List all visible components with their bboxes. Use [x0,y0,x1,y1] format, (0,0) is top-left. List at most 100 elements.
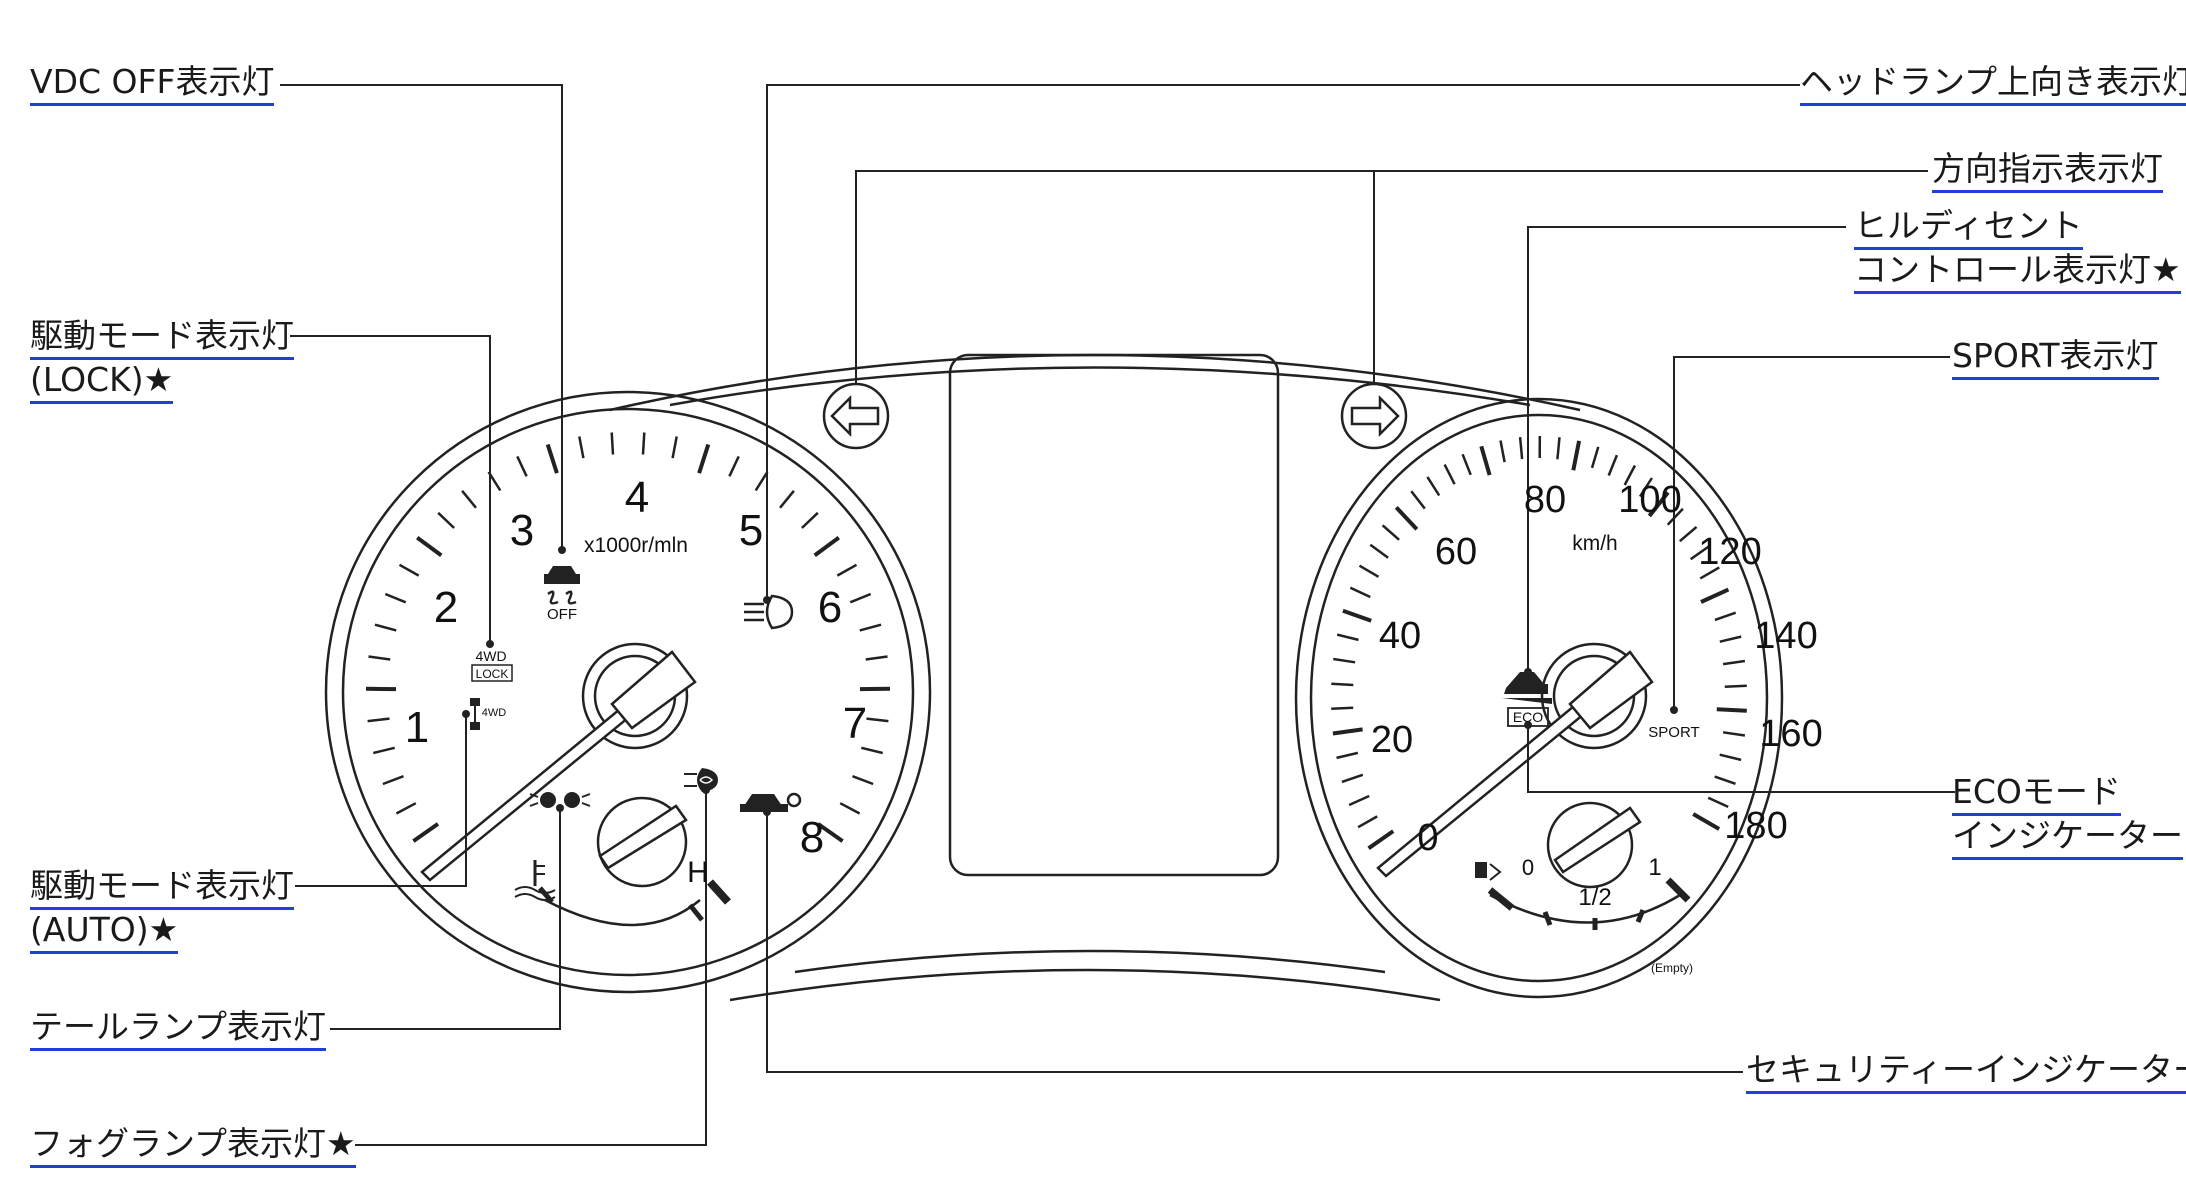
speed-num-120: 120 [1698,531,1761,573]
tach-tick [385,594,405,602]
tach-tick [853,776,874,784]
label-hill-descent[interactable]: ヒルディセント コントロール表示灯★ [1854,206,2181,294]
label-drive-lock[interactable]: 駆動モード表示灯 (LOCK)★ [30,316,294,404]
temp-gauge-arc [545,900,700,925]
speed-tick [1693,814,1719,829]
tach-tick [643,433,644,455]
speed-tick [1331,684,1353,685]
label-sport-text: SPORT表示灯 [1952,336,2159,380]
leader-headlamp [767,85,1800,598]
cluster-bottom-rim [730,970,1440,1000]
speed-tick [1360,566,1379,577]
tach-num-2: 2 [434,583,458,632]
dot-auto [462,710,470,718]
speed-tick [1520,437,1522,459]
speed-num-60: 60 [1435,531,1477,573]
sport-icon: SPORT [1648,724,1699,741]
tach-tick [368,719,390,722]
temp-coolant-icon [515,860,555,900]
fog-lamp-icon [684,768,718,792]
speed-needle-cap [1570,652,1652,728]
tach-tick [400,565,419,576]
leader-tail-lamp [330,810,560,1029]
tach-tick [866,657,888,660]
tach-num-4: 4 [625,473,649,522]
label-sport[interactable]: SPORT表示灯 [1952,336,2159,380]
tach-tick [699,445,708,474]
speed-tick [1723,732,1745,735]
tach-tick [375,625,396,631]
speed-tick [1481,446,1489,475]
fuel-3q-mark [1638,910,1643,922]
eco-text: ECO [1513,709,1543,725]
tach-tick [462,491,476,508]
tach-tick [802,513,818,528]
tach-tick [517,456,526,476]
fuel-half: 1/2 [1578,884,1611,911]
speed-tick [1370,545,1388,558]
speed-num-0: 0 [1417,817,1438,859]
tach-tick [729,456,738,476]
dot-sport [1670,706,1678,714]
tach-num-3: 3 [510,506,534,555]
vdc-off-text: OFF [547,606,577,623]
fuel-mid-mark [1545,912,1550,925]
speed-tick [1358,816,1377,827]
tach-num-1: 1 [405,703,429,752]
tach-tick [837,565,856,576]
tach-tick [867,719,889,722]
label-tail-lamp-text: テールランプ表示灯 [30,1007,326,1051]
label-eco-line2: インジケーター [1952,816,2183,860]
cluster-hood-outer [610,355,1580,410]
tach-tick [383,776,404,784]
speed-num-40: 40 [1379,615,1421,657]
temp-hot-mark-2 [690,905,702,920]
label-tail-lamp[interactable]: テールランプ表示灯 [30,1007,326,1051]
speed-tick [1333,659,1355,662]
tach-num-5: 5 [739,506,763,555]
label-security[interactable]: セキュリティーインジケーター [1746,1050,2186,1094]
label-turn-signal[interactable]: 方向指示表示灯 [1932,149,2163,193]
tach-tick [396,803,415,813]
speed-num-80: 80 [1524,479,1566,521]
tach-num-8: 8 [800,813,824,862]
speed-num-100: 100 [1618,479,1681,521]
label-fog-lamp-text: フォグランプ表示灯★ [30,1124,356,1168]
tach-tick [579,437,583,459]
label-drive-lock-line2: (LOCK)★ [30,360,173,404]
tach-tick [373,748,394,753]
fuel-zero: 0 [1522,855,1534,880]
tach-num-7: 7 [843,699,867,748]
drive-lock-icon: 4WD LOCK [472,648,512,681]
tach-tick [860,625,881,631]
speed-tick [1680,527,1697,541]
vdc-off-icon: OFF [544,566,580,623]
label-eco-line1: ECOモード [1952,772,2121,816]
tach-tick [780,491,794,508]
speed-tick [1342,775,1363,782]
label-security-text: セキュリティーインジケーター [1746,1050,2186,1094]
speed-tick [1396,507,1417,529]
turn-left-arrow-icon [832,398,878,434]
center-display [950,355,1278,875]
tach-tick [417,538,441,556]
label-eco[interactable]: ECOモード インジケーター [1952,772,2183,860]
temp-h-label: H [687,856,709,889]
label-fog-lamp[interactable]: フォグランプ表示灯★ [30,1124,356,1168]
speed-tick [1331,708,1353,709]
security-car-icon [740,794,800,812]
label-vdc-off[interactable]: VDC OFF表示灯 [30,62,274,106]
label-vdc-off-text: VDC OFF表示灯 [30,62,274,106]
speed-tick [1350,588,1370,597]
speed-tick [1717,709,1747,711]
speed-tick [1609,455,1617,475]
label-headlamp-high[interactable]: ヘッドランプ上向き表示灯 [1800,62,2186,106]
drive-auto-icon: 4WD [470,698,506,730]
label-drive-auto[interactable]: 駆動モード表示灯 (AUTO)★ [30,866,294,954]
fuel-pump-icon [1475,862,1500,880]
speed-tick [1725,686,1747,687]
fuel-empty-mark [1490,890,1512,908]
speed-tick [1411,491,1425,508]
